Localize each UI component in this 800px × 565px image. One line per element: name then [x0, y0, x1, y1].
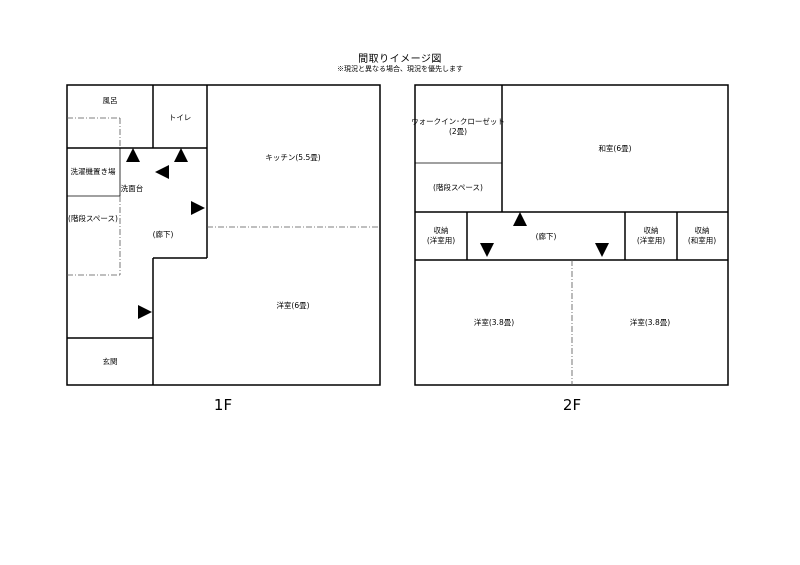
floor-2f-plan: ウォークイン･クローゼット (2畳) 和室(6畳) (階段スペース) 収納 (洋…	[411, 84, 729, 414]
f1-room-washbasin: 洗面台	[121, 183, 144, 193]
f2-room-storage-mid-line2: (洋室用)	[637, 235, 665, 245]
f1-inner-walls	[67, 85, 208, 385]
f1-arrow-right-2	[138, 305, 152, 319]
f1-room-toilet: トイレ	[169, 113, 192, 122]
page-note: ※現況と異なる場合、現況を優先します	[337, 65, 463, 73]
f1-thin-walls	[67, 148, 121, 197]
f1-arrows	[126, 148, 205, 319]
f1-arrow-up-2	[174, 148, 188, 162]
f2-arrow-up	[513, 212, 527, 226]
f2-arrows	[480, 212, 609, 257]
f2-room-walkin-line2: (2畳)	[449, 127, 467, 136]
f2-arrow-down-1	[480, 243, 494, 257]
f1-room-bath: 風呂	[103, 96, 118, 105]
f1-room-western: 洋室(6畳)	[276, 300, 309, 310]
f1-outer-wall	[66, 84, 381, 386]
f2-room-japanese: 和室(6畳)	[598, 143, 631, 153]
f2-room-stairs: (階段スペース)	[433, 182, 483, 192]
f1-arrow-up-1	[126, 148, 140, 162]
f1-room-laundry: 洗濯機置き場	[71, 166, 116, 176]
f1-arrow-left	[155, 165, 169, 179]
f1-dashdot-lines	[67, 117, 380, 276]
f2-room-storage-left-line2: (洋室用)	[427, 235, 455, 245]
f1-floor-label: 1F	[214, 396, 232, 414]
f1-room-entrance: 玄関	[103, 356, 118, 366]
f2-room-storage-mid-line1: 収納	[644, 225, 659, 235]
page-title: 間取りイメージ図	[358, 54, 442, 65]
f2-outer-wall	[414, 84, 729, 386]
f2-room-western-left: 洋室(3.8畳)	[474, 317, 514, 327]
f2-room-hall: (廊下)	[536, 231, 557, 241]
f2-room-western-right: 洋室(3.8畳)	[630, 317, 670, 327]
f1-arrow-right-1	[191, 201, 205, 215]
f1-room-stairs: (階段スペース)	[68, 213, 118, 223]
f2-floor-label: 2F	[563, 396, 581, 414]
f1-room-kitchen: キッチン(5.5畳)	[265, 153, 320, 162]
f2-room-walkin-line1: ウォークイン･クローゼット	[411, 116, 505, 126]
f2-inner-walls	[415, 85, 728, 261]
f2-room-storage-right-line2: (和室用)	[688, 235, 716, 245]
f2-arrow-down-2	[595, 243, 609, 257]
f2-room-storage-left-line1: 収納	[434, 225, 449, 235]
f2-room-storage-right-line1: 収納	[695, 225, 710, 235]
f1-room-hall: (廊下)	[153, 229, 174, 239]
floor-1f-plan: 風呂 トイレ キッチン(5.5畳) 洗濯機置き場 洗面台 (階段スペース) (廊…	[66, 84, 381, 414]
